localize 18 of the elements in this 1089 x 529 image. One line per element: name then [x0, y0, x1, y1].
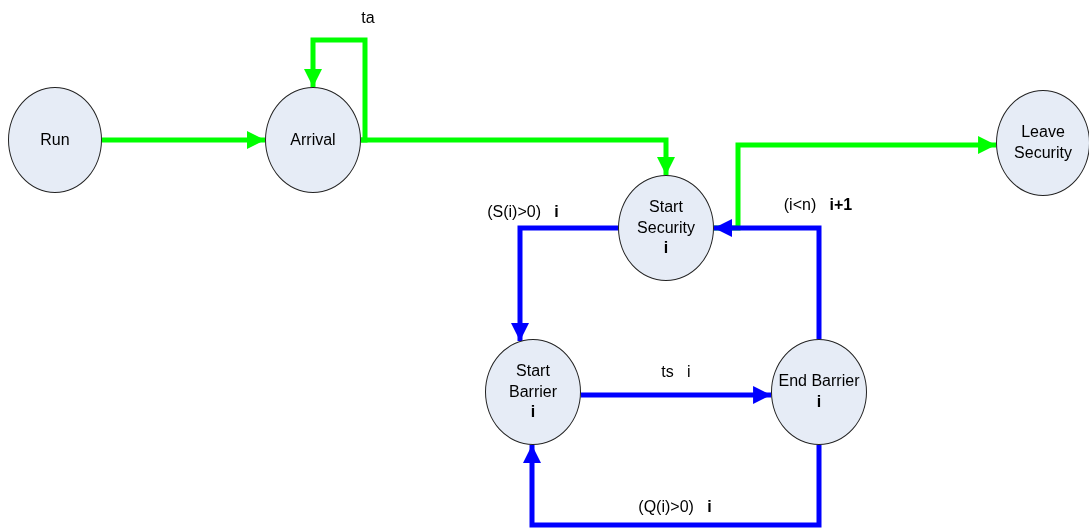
arrow	[102, 131, 265, 149]
arrow	[714, 219, 822, 339]
node-label: End Barrier	[777, 371, 861, 392]
edge-label: ta	[361, 9, 375, 27]
edge-label: (Q(i)>0) i	[638, 498, 712, 516]
arrow	[523, 445, 822, 528]
node-label: i	[662, 238, 670, 259]
node-label: i	[815, 392, 823, 412]
arrow	[580, 386, 772, 404]
node-label: Run	[39, 129, 71, 150]
node-label: Arrival	[289, 129, 337, 150]
edge-label: ts i	[661, 363, 691, 381]
node-label: i	[529, 402, 537, 423]
arrow	[511, 225, 618, 341]
edge-label: (S(i)>0) i	[487, 203, 559, 221]
arrow	[361, 137, 675, 175]
edge-label: (i<n) i+1	[783, 196, 853, 214]
node-label: Leave Security	[1013, 122, 1073, 163]
